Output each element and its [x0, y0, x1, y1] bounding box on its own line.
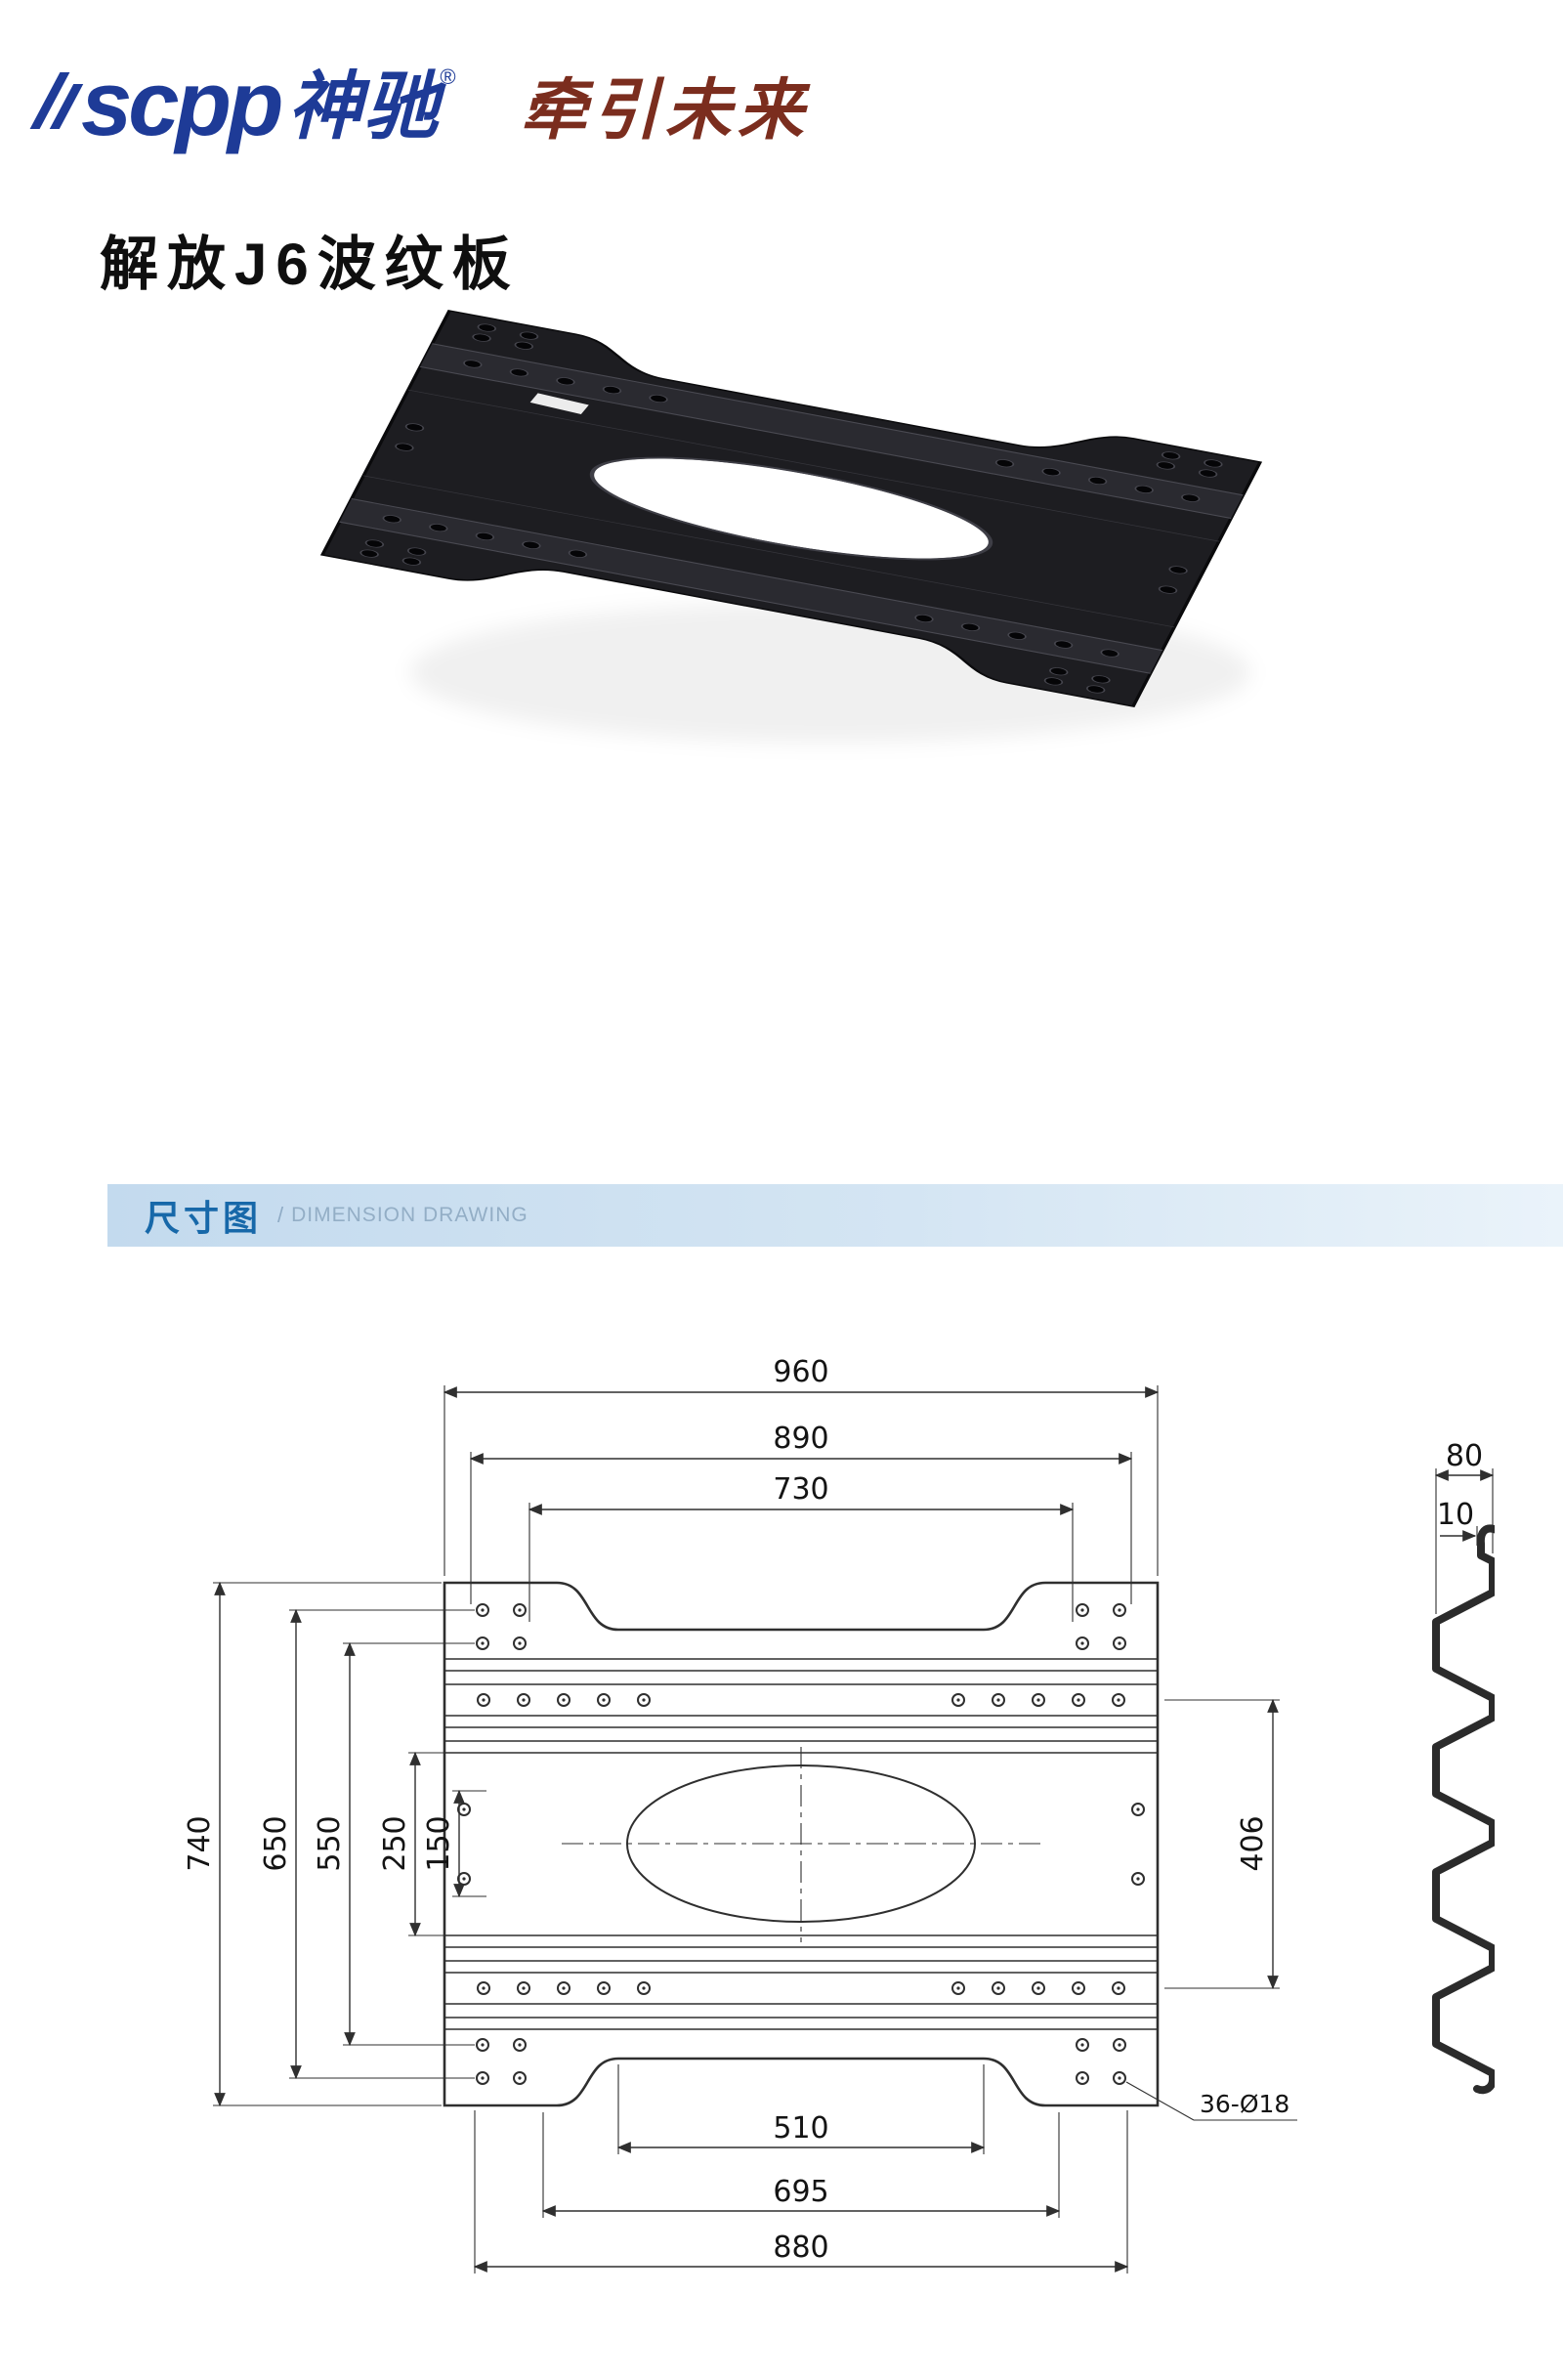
registered-mark: ® [440, 64, 456, 89]
dim-right-406: 406 [1164, 1698, 1280, 1990]
dim-bottom-outer: 880 [473, 2110, 1129, 2274]
dimension-drawing: 960 890 730 740 650 [68, 1299, 1532, 2340]
dim-label-510: 510 [773, 2111, 828, 2146]
page-title: 解放J6波纹板 [100, 232, 520, 297]
plate-outline [443, 1581, 1160, 2107]
dim-label-10: 10 [1437, 1498, 1474, 1532]
dim-label-406: 406 [1236, 1815, 1270, 1871]
cross-section-profile [1432, 1524, 1500, 2095]
logo-stripes-icon [29, 71, 84, 129]
brand-slogan: 牵引未来 [520, 73, 810, 149]
dim-label-80: 80 [1446, 1439, 1483, 1473]
logo-cn-text: 神驰 [287, 64, 441, 149]
dim-profile-width: 80 [1434, 1439, 1495, 1614]
dim-label-730: 730 [773, 1472, 828, 1507]
centerlines [562, 1747, 1040, 1942]
brand-logo: scpp 神驰 ® 牵引未来 [29, 52, 810, 154]
dim-label-695: 695 [773, 2175, 828, 2209]
dim-top-overall: 960 [443, 1355, 1160, 1576]
logo-latin-text: scpp [81, 52, 283, 154]
section-divider: / [277, 1203, 284, 1227]
dim-bottom-inner: 510 [616, 2064, 986, 2154]
dim-label-150: 150 [422, 1815, 456, 1871]
product-photo [264, 252, 1358, 785]
oval-hole-rim [589, 456, 993, 561]
plate-3d [319, 310, 1263, 708]
dim-bottom-mid: 695 [541, 2112, 1061, 2218]
dim-label-880: 880 [773, 2231, 828, 2265]
dim-label-250: 250 [378, 1815, 412, 1871]
dim-top-inner: 730 [528, 1472, 1075, 1622]
dim-label-890: 890 [773, 1422, 828, 1456]
holes-note-label: 36-Ø18 [1200, 2090, 1289, 2118]
dim-label-550: 550 [313, 1815, 347, 1871]
corrugation-lines [444, 1658, 1158, 2030]
dimension-drawing-svg: 960 890 730 740 650 [183, 1355, 1532, 2274]
dim-left-250: 250 [378, 1751, 449, 1937]
section-header-bar: 尺寸图 / DIMENSION DRAWING [107, 1184, 1563, 1247]
dim-label-960: 960 [773, 1355, 828, 1389]
section-title-en: DIMENSION DRAWING [291, 1204, 528, 1226]
dim-left-550: 550 [313, 1641, 475, 2047]
dim-top-row: 890 [469, 1422, 1133, 1604]
dim-profile-thickness: 10 [1437, 1498, 1532, 1546]
photo-bolt-holes [359, 323, 1223, 694]
section-title-cn: 尺寸图 [145, 1198, 263, 1238]
dim-left-overall: 740 [183, 1581, 442, 2107]
holes-note: 36-Ø18 [1125, 2081, 1297, 2121]
dim-label-740: 740 [183, 1815, 217, 1871]
dim-left-650: 650 [259, 1608, 475, 2080]
dim-label-650: 650 [259, 1815, 293, 1871]
dim-left-150: 150 [422, 1789, 486, 1898]
label-sticker [529, 393, 589, 415]
product-photo-render [319, 310, 1263, 743]
